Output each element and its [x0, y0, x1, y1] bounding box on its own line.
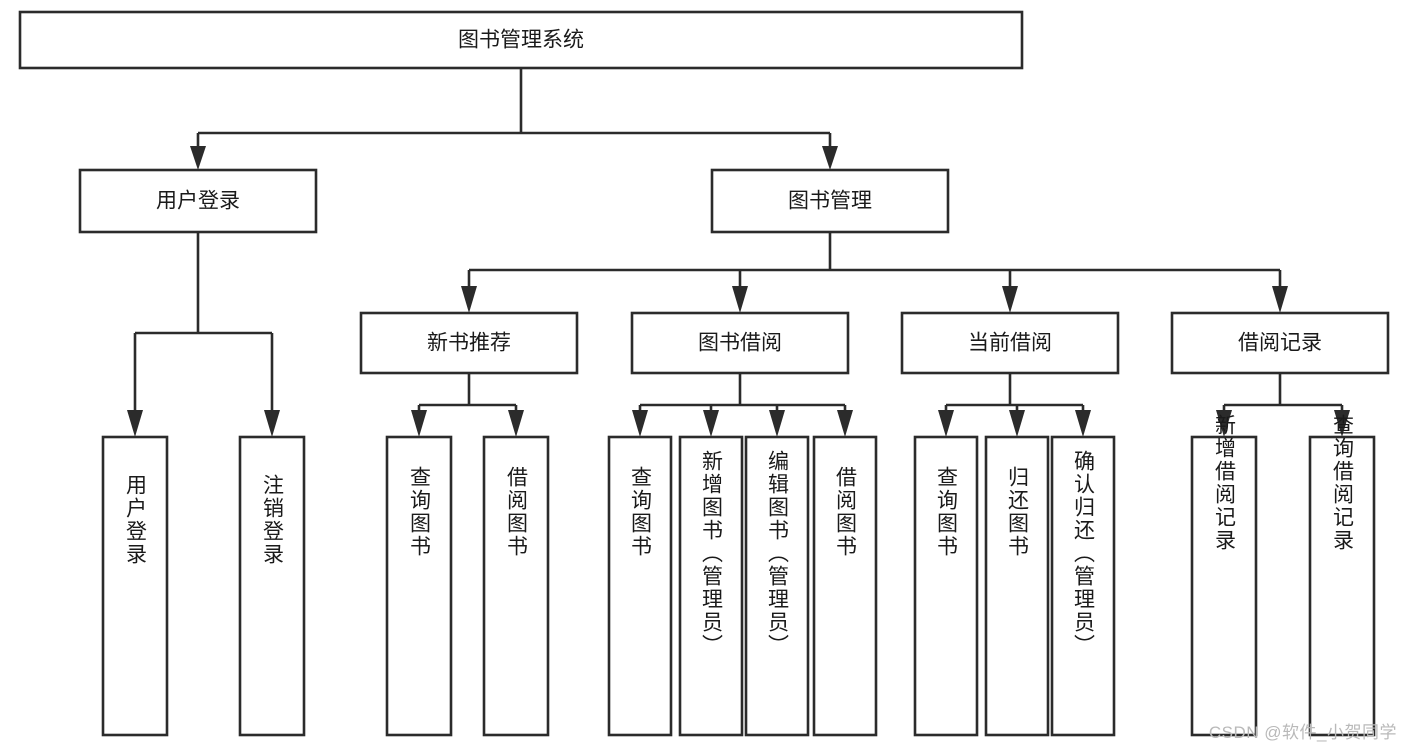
node-root-box[interactable]	[18, 10, 1024, 70]
node-leaf-query-book-cb[interactable]: 查询图书	[913, 435, 979, 737]
node-leaf-logout-label: 注销登录	[261, 474, 285, 566]
node-leaf-query-borrow-record[interactable]: 查询借阅记录	[1308, 414, 1376, 737]
node-leaf-query-borrow-record-box[interactable]	[1308, 435, 1376, 737]
arrowhead-leaf-logout	[264, 410, 280, 437]
node-current-borrow[interactable]: 当前借阅	[900, 311, 1120, 375]
node-current-borrow-box[interactable]	[900, 311, 1120, 375]
edge-layer	[127, 68, 1350, 437]
node-leaf-return-book[interactable]: 归还图书	[984, 435, 1050, 737]
arrowhead-nbr-leaf-1	[411, 410, 427, 437]
node-book-management-label: 图书管理	[788, 190, 872, 213]
node-leaf-borrow-book-bb-label: 借阅图书	[834, 466, 858, 558]
arrowhead-current-borrow	[1002, 286, 1018, 313]
node-leaf-confirm-return-admin-label: 确认归还（管理员）	[1072, 450, 1096, 657]
node-leaf-confirm-return-admin[interactable]: 确认归还（管理员）	[1050, 435, 1116, 737]
arrowhead-leaf-user-login	[127, 410, 143, 437]
node-leaf-return-book-label: 归还图书	[1006, 466, 1030, 558]
node-leaf-borrow-book-nbr-label: 借阅图书	[505, 466, 529, 558]
node-leaf-query-book-nbr-label: 查询图书	[408, 466, 432, 558]
arrowhead-nbr-leaf-2	[508, 410, 524, 437]
node-leaf-query-book-bb-label: 查询图书	[629, 466, 653, 558]
node-book-borrow-label: 图书借阅	[698, 332, 782, 355]
node-root[interactable]: 图书管理系统	[18, 10, 1024, 70]
arrowhead-bb-leaf-1	[632, 410, 648, 437]
arrowhead-borrow-record	[1272, 286, 1288, 313]
arrowhead-root-to-user-login	[190, 146, 206, 170]
node-leaf-query-book-nbr[interactable]: 查询图书	[385, 435, 453, 737]
node-leaf-borrow-book-nbr-box[interactable]	[482, 435, 550, 737]
arrowhead-cb-leaf-1	[938, 410, 954, 437]
node-leaf-query-borrow-record-label: 查询借阅记录	[1331, 414, 1355, 552]
node-book-management[interactable]: 图书管理	[710, 168, 950, 234]
node-book-management-box[interactable]	[710, 168, 950, 234]
node-leaf-query-book-bb-box[interactable]	[607, 435, 673, 737]
arrowhead-br-leaf-2	[1334, 410, 1350, 437]
arrowhead-bb-leaf-2	[703, 410, 719, 437]
node-leaf-user-login-label: 用户登录	[124, 474, 148, 566]
arrowhead-root-to-book-mgmt	[822, 146, 838, 170]
node-new-book-recommend-box[interactable]	[359, 311, 579, 375]
node-leaf-user-login[interactable]: 用户登录	[101, 435, 169, 737]
node-book-borrow-box[interactable]	[630, 311, 850, 375]
node-borrow-record-label: 借阅记录	[1238, 332, 1322, 355]
node-leaf-add-book-admin-label: 新增图书（管理员）	[700, 450, 724, 657]
node-leaf-query-book-cb-box[interactable]	[913, 435, 979, 737]
node-leaf-edit-book-admin-box[interactable]	[744, 435, 810, 737]
node-leaf-query-book-bb[interactable]: 查询图书	[607, 435, 673, 737]
arrowhead-br-leaf-1	[1216, 410, 1232, 437]
node-borrow-record-box[interactable]	[1170, 311, 1390, 375]
node-leaf-borrow-book-bb-box[interactable]	[812, 435, 878, 737]
node-leaf-add-borrow-record[interactable]: 新增借阅记录	[1190, 414, 1258, 737]
node-leaf-user-login-box[interactable]	[101, 435, 169, 737]
node-book-borrow[interactable]: 图书借阅	[630, 311, 850, 375]
node-leaf-add-borrow-record-label: 新增借阅记录	[1213, 414, 1237, 552]
node-leaf-add-book-admin-box[interactable]	[678, 435, 744, 737]
node-new-book-recommend-label: 新书推荐	[427, 332, 511, 355]
node-user-login-box[interactable]	[78, 168, 318, 234]
arrowhead-cb-leaf-3	[1075, 410, 1091, 437]
node-leaf-confirm-return-admin-box[interactable]	[1050, 435, 1116, 737]
node-user-login-label: 用户登录	[156, 190, 240, 213]
node-user-login[interactable]: 用户登录	[78, 168, 318, 234]
node-current-borrow-label: 当前借阅	[968, 332, 1052, 355]
arrowhead-book-borrow	[732, 286, 748, 313]
node-leaf-borrow-book-bb[interactable]: 借阅图书	[812, 435, 878, 737]
node-new-book-recommend[interactable]: 新书推荐	[359, 311, 579, 375]
arrowhead-bb-leaf-4	[837, 410, 853, 437]
node-borrow-record[interactable]: 借阅记录	[1170, 311, 1390, 375]
node-leaf-query-book-cb-label: 查询图书	[935, 466, 959, 558]
node-leaf-add-book-admin[interactable]: 新增图书（管理员）	[678, 435, 744, 737]
arrowhead-bb-leaf-3	[769, 410, 785, 437]
arrowhead-new-book-rec	[461, 286, 477, 313]
node-leaf-logout-box[interactable]	[238, 435, 306, 737]
node-leaf-logout[interactable]: 注销登录	[238, 435, 306, 737]
node-leaf-edit-book-admin[interactable]: 编辑图书（管理员）	[744, 435, 810, 737]
node-leaf-return-book-box[interactable]	[984, 435, 1050, 737]
node-leaf-edit-book-admin-label: 编辑图书（管理员）	[766, 450, 790, 657]
node-leaf-borrow-book-nbr[interactable]: 借阅图书	[482, 435, 550, 737]
node-root-label: 图书管理系统	[458, 29, 584, 52]
node-leaf-query-book-nbr-box[interactable]	[385, 435, 453, 737]
node-leaf-add-borrow-record-box[interactable]	[1190, 435, 1258, 737]
arrowhead-cb-leaf-2	[1009, 410, 1025, 437]
